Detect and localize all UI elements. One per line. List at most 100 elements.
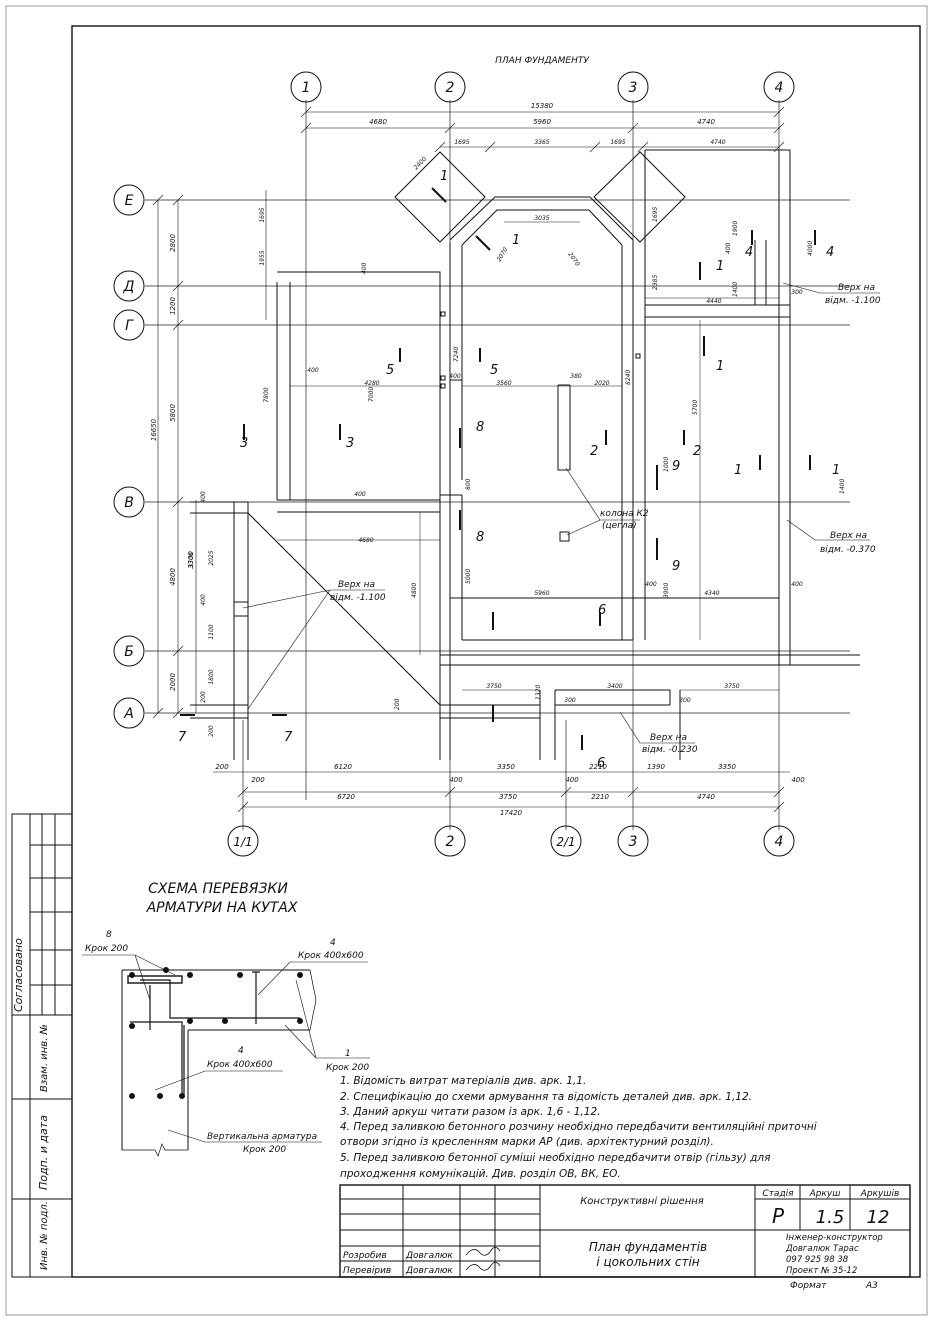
dim-left-inner-9: 1800 (208, 669, 215, 684)
dim-inner-32: 200 (394, 698, 401, 710)
dim-inner-9: 380 (570, 373, 582, 380)
section-label-9: 3 (346, 436, 354, 451)
axis-top-1: 1 (302, 80, 311, 96)
leader-4-line1: колона К2 (600, 509, 649, 519)
section-label-15: 6 (597, 756, 605, 771)
dim-bottom-overall: 17420 (500, 809, 523, 817)
dim-bottom-2-1: 3750 (499, 793, 517, 801)
dim-inner-4: 400 (361, 262, 368, 274)
tb-sheets: 12 (867, 1207, 890, 1228)
dim-left-e: 4800 (169, 568, 177, 586)
dim-top-b: 5960 (533, 118, 551, 126)
section-label-16: 7 (178, 730, 187, 745)
dim-inner-5: 4280 (364, 380, 379, 387)
dim-inner-15: 4680 (358, 537, 373, 544)
axis-bubbles-top: 1 2 3 4 (290, 71, 795, 103)
tb-firm-1: Інженер-конструктор (786, 1233, 883, 1243)
section-label-11: 4 (826, 245, 834, 260)
axis-left-B: Б (124, 644, 134, 660)
dim-inner-27: 1320 (535, 685, 542, 700)
axis-top-2: 2 (446, 80, 455, 96)
dim-inner-13: 5700 (692, 400, 699, 415)
scheme-label-3-num: 1 (345, 1049, 351, 1059)
note-3: 3. Даний аркуш читати разом із арк. 1,6 … (340, 1106, 601, 1118)
side-stamp (11, 813, 73, 1278)
scheme-label-4-text: Вертикальна арматура (207, 1132, 317, 1142)
axis-bottom-1-1: 1/1 (233, 835, 252, 849)
stamp-sign-date: Подп. и дата (37, 1115, 50, 1190)
dim-overall-top: 15380 (531, 102, 554, 110)
dim-inner-19: 4800 (411, 583, 418, 598)
stamp-agreed: Согласовано (12, 938, 25, 1012)
dim-inner-10: 2020 (594, 380, 609, 387)
tb-sheets-header: Аркушів (860, 1189, 900, 1199)
dim-inner-34: 1695 (652, 207, 659, 222)
dim-bottom-2-3: 4740 (697, 793, 715, 801)
section-label-14: 6 (598, 603, 606, 618)
section-marks (180, 187, 816, 750)
note-2: 2. Специфікацію до схеми армування та ві… (340, 1091, 752, 1103)
leader-4-line2: (цегла) (602, 521, 637, 531)
dim-inner-23: 4340 (704, 590, 719, 597)
dim-inner-29: 3750 (724, 683, 739, 690)
note-4a: 4. Перед заливкою бетонного розчину необ… (340, 1121, 817, 1133)
section-label-3: 1 (716, 359, 724, 374)
dim-bottom-1-1: 6120 (334, 763, 352, 771)
tb-role2: Перевірив (343, 1266, 391, 1276)
leader-2-line2: відм. -1.100 (330, 593, 386, 603)
dim-inner-16: 400 (354, 491, 366, 498)
note-5a: 5. Перед заливкою бетонної суміші необхі… (340, 1152, 770, 1164)
dim-left-d: 5800 (169, 404, 177, 422)
axis-bottom-2: 2 (446, 834, 455, 850)
dim-left-f: 3300 (187, 551, 195, 569)
dim-inner-12: 7000 (368, 387, 375, 402)
dim-top-inner-1: 1695 (454, 139, 469, 146)
axis-left-A: А (123, 706, 134, 722)
leader-3-line1: Верх на (650, 733, 687, 743)
scheme-label-1-num: 4 (330, 938, 336, 948)
dim-inner-31: 300 (679, 697, 691, 704)
scheme-labels: 8 Крок 200 4 Крок 400х600 4 Крок 400х600… (85, 930, 369, 1155)
dim-inner-35: 1900 (732, 221, 739, 236)
dim-inner-40: 300 (791, 289, 803, 296)
section-label-21: 9 (672, 559, 680, 574)
scheme-label-2-text: Крок 400х600 (207, 1060, 273, 1070)
dim-inner-3: 2070 (566, 251, 581, 268)
tb-firm-3: 097 925 98 38 (786, 1255, 849, 1265)
dim-inner-33: 2385 (652, 275, 659, 290)
section-label-4: 1 (734, 463, 742, 478)
dim-left-inner-8: 1100 (208, 624, 215, 639)
dim-inner-6: 400 (307, 367, 319, 374)
dim-bottom-1-0: 200 (215, 763, 229, 771)
dim-left-inner-6: 2025 (208, 550, 215, 565)
tb-format: А3 (865, 1281, 878, 1291)
tb-stage: Р (772, 1204, 785, 1228)
scheme-label-0-text: Крок 200 (85, 944, 128, 954)
tb-firm-4: Проект № 35-12 (786, 1266, 857, 1276)
axis-left-G: Г (125, 318, 134, 334)
dim-inner-0: 2400 (412, 156, 428, 172)
section-label-5: 1 (832, 463, 840, 478)
tb-sheet: 1.5 (816, 1207, 845, 1228)
dim-left-inner-4: 400 (200, 491, 207, 503)
dim-inner-11: 8240 (625, 370, 632, 385)
dim-left-b: 2800 (169, 234, 177, 252)
dim-inner-36: 4000 (807, 241, 814, 256)
axis-left-V: В (124, 495, 134, 511)
dim-bottom-1-3: 3350 (497, 763, 515, 771)
stamp-inv-original: Инв. № подл. (39, 1201, 50, 1270)
axis-bubbles-left: Е Д Г В Б А (113, 184, 145, 729)
section-label-19: 8 (476, 530, 484, 545)
section-label-12: 5 (386, 363, 394, 378)
dim-bottom-1-8: 400 (791, 776, 805, 784)
dim-inner-24: 400 (645, 581, 657, 588)
dim-left-c: 1200 (169, 297, 177, 315)
leader-0-line2: відм. -1.100 (825, 296, 881, 306)
axis-top-4: 4 (775, 80, 784, 96)
scheme-label-5-text: Крок 200 (243, 1145, 286, 1155)
section-label-7: 2 (693, 444, 701, 459)
dim-top-a: 4680 (369, 118, 387, 126)
rebar-corner-scheme (82, 954, 370, 1157)
dim-left-inner-11: 200 (208, 725, 215, 737)
